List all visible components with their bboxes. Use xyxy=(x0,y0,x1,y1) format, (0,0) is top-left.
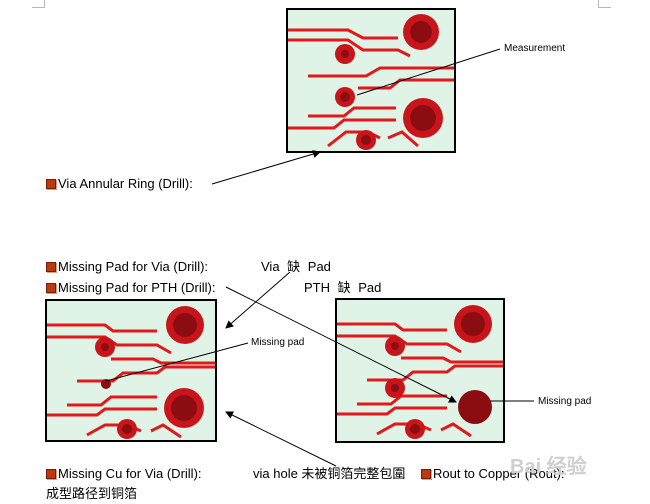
via-annular-ring-arrow xyxy=(211,150,321,185)
measurement-leader-line xyxy=(356,48,501,96)
missing-pad-via-label: Missing Pad for Via (Drill): xyxy=(58,259,209,274)
right-pcb-figure xyxy=(335,298,505,443)
page-corner-mark-right xyxy=(598,0,611,8)
missing-pad-pth-label: Missing Pad for PTH (Drill): xyxy=(58,280,216,295)
left-pcb-figure xyxy=(45,299,217,442)
missing-pad-via-line: Missing Pad for Via (Drill): xyxy=(46,259,208,275)
left-missing-pad-callout: Missing pad xyxy=(251,337,305,348)
measurement-callout: Measurement xyxy=(504,43,566,54)
missing-cu-via-line: Missing Cu for Via (Drill): xyxy=(46,466,202,482)
checkbox-bullet-icon xyxy=(46,283,56,293)
checkbox-bullet-icon xyxy=(46,179,56,189)
watermark: Bai 经验 xyxy=(510,456,587,478)
top-pcb-figure xyxy=(286,8,456,153)
rout-to-copper-note: 成型路径到铜箔 xyxy=(46,486,138,501)
missing-pad-pth-line: Missing Pad for PTH (Drill): xyxy=(46,280,215,296)
page-corner-mark-left xyxy=(32,0,45,8)
rout-to-copper-line: Rout to Copper (Rout): xyxy=(421,466,565,482)
missing-pad-pth-arrow xyxy=(225,286,457,403)
checkbox-bullet-icon xyxy=(421,469,431,479)
missing-pad-via-arrow xyxy=(225,271,291,329)
rout-to-copper-label: Rout to Copper (Rout): xyxy=(433,466,565,481)
checkbox-bullet-icon xyxy=(46,469,56,479)
via-annular-ring-line: Via Annular Ring (Drill): xyxy=(46,176,193,192)
missing-cu-via-arrow xyxy=(225,411,337,467)
right-missing-pad-callout: Missing pad xyxy=(538,396,592,407)
via-annular-ring-label: Via Annular Ring (Drill): xyxy=(58,176,193,191)
left-missing-pad-leader xyxy=(105,342,249,382)
missing-cu-via-label: Missing Cu for Via (Drill): xyxy=(58,466,202,481)
missing-pad-pth-note: PTH 缺 Pad xyxy=(304,280,382,295)
missing-cu-via-note: via hole 未被铜箔完整包圍 xyxy=(253,466,406,481)
missing-pad-via-note: Via 缺 Pad xyxy=(261,259,331,274)
checkbox-bullet-icon xyxy=(46,262,56,272)
